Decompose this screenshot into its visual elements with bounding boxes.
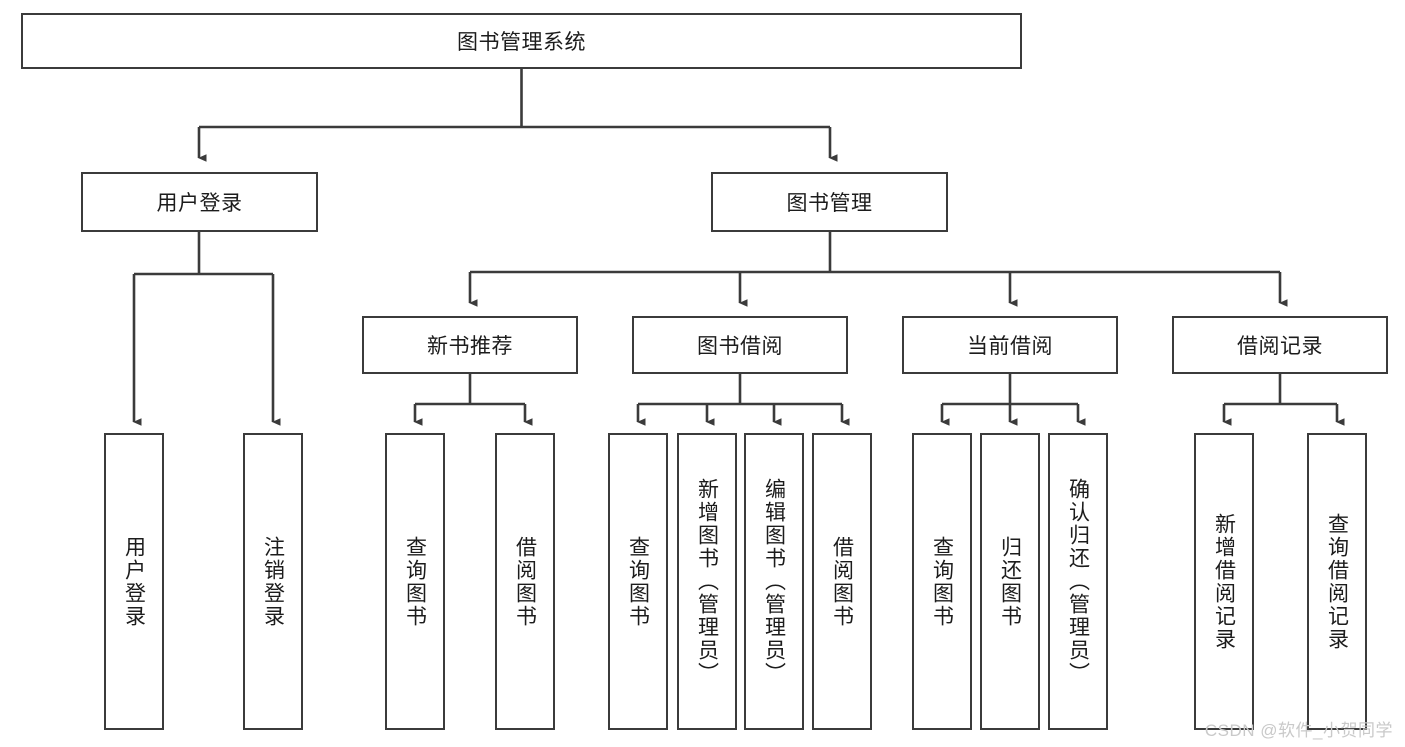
node-leaf-query-record[interactable]: 查询借阅记录 [1307,433,1367,730]
node-leaf-query-book-1[interactable]: 查询图书 [385,433,445,730]
node-label: 图书借阅 [697,335,783,358]
node-new-book-recommend[interactable]: 新书推荐 [362,316,578,374]
node-leaf-query-book-3[interactable]: 查询图书 [912,433,972,730]
node-label: 查询图书 [626,535,650,628]
node-label: 注销登录 [261,535,285,628]
node-label: 用户登录 [156,192,243,215]
node-leaf-borrow-book-2[interactable]: 借阅图书 [812,433,872,730]
node-book-management[interactable]: 图书管理 [711,172,948,232]
node-label: 借阅图书 [830,535,854,628]
node-label: 查询图书 [930,535,954,628]
node-label: 归还图书 [998,535,1022,628]
node-label: 确认归还（管理员） [1066,478,1090,685]
node-leaf-add-book[interactable]: 新增图书（管理员） [677,433,737,730]
node-label: 图书管理 [786,192,873,215]
node-current-borrow[interactable]: 当前借阅 [902,316,1118,374]
node-label: 新增借阅记录 [1212,512,1236,651]
node-book-management-system[interactable]: 图书管理系统 [21,13,1022,69]
node-label: 新增图书（管理员） [695,478,719,685]
node-label: 借阅图书 [513,535,537,628]
node-leaf-add-record[interactable]: 新增借阅记录 [1194,433,1254,730]
watermark: CSDN @软件_小贺同学 [1204,721,1393,740]
node-leaf-borrow-book-1[interactable]: 借阅图书 [495,433,555,730]
node-leaf-confirm-return[interactable]: 确认归还（管理员） [1048,433,1108,730]
node-leaf-query-book-2[interactable]: 查询图书 [608,433,668,730]
node-user-login[interactable]: 用户登录 [81,172,318,232]
node-leaf-logout-login[interactable]: 注销登录 [243,433,303,730]
node-leaf-return-book[interactable]: 归还图书 [980,433,1040,730]
node-label: 借阅记录 [1237,335,1323,358]
node-label: 图书管理系统 [457,31,586,54]
node-label: 查询图书 [403,535,427,628]
node-borrow-record[interactable]: 借阅记录 [1172,316,1388,374]
node-label: 用户登录 [122,535,146,628]
node-label: 新书推荐 [427,335,513,358]
node-book-borrow[interactable]: 图书借阅 [632,316,848,374]
node-label: 编辑图书（管理员） [762,478,786,685]
node-leaf-edit-book[interactable]: 编辑图书（管理员） [744,433,804,730]
node-leaf-user-login[interactable]: 用户登录 [104,433,164,730]
node-label: 当前借阅 [967,335,1053,358]
node-label: 查询借阅记录 [1325,512,1349,651]
